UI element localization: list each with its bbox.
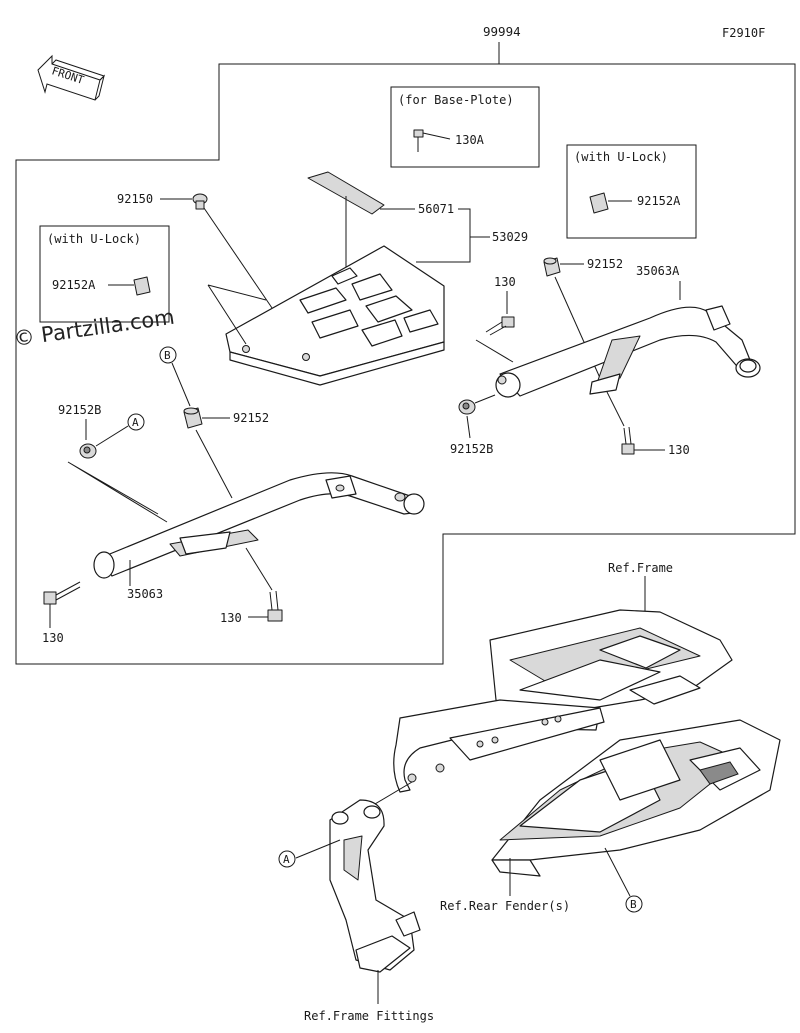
part-92152B-right-label: 92152B	[450, 442, 493, 456]
leader-53029	[416, 208, 471, 263]
leader-callout-b1	[171, 362, 191, 407]
callout-a-bottom-text: A	[283, 853, 290, 866]
label-56071-icon	[307, 171, 385, 215]
part-92152-right-label: 92152	[587, 257, 623, 271]
callout-a-top-text: A	[132, 416, 139, 429]
ref-frame-fittings-label: Ref.Frame Fittings	[304, 1009, 434, 1023]
u-lock-box-right	[566, 144, 697, 239]
part-53029-label: 53029	[492, 230, 528, 244]
part-130-label-b: 130	[668, 443, 690, 457]
leader-130-d-rail	[245, 547, 273, 591]
leader-callout-b2	[604, 847, 631, 897]
base-plate-box-title: (for Base-Plote)	[398, 93, 514, 107]
u-lock-box-left-title: (with U-Lock)	[47, 232, 141, 246]
part-92150-label: 92150	[117, 192, 153, 206]
part-92152A-left-label: 92152A	[52, 278, 96, 292]
callout-b-bottom: B	[625, 895, 643, 913]
part-35063-label: 35063	[127, 587, 163, 601]
callout-a-bottom: A	[278, 850, 296, 868]
bolt-130-right-icon	[621, 426, 635, 455]
bolt-130-lower-icon	[267, 590, 283, 622]
part-35063A-label: 35063A	[636, 264, 680, 278]
carrier-plate-53029	[225, 245, 445, 386]
rail-35063	[93, 472, 425, 579]
u-lock-box-right-title: (with U-Lock)	[574, 150, 668, 164]
diagram-code: F2910F	[722, 26, 765, 40]
u-lock-box-left	[39, 225, 170, 323]
base-plate-box	[390, 86, 540, 168]
leader-92152B-right-b	[466, 415, 471, 439]
collar-92152-right-icon	[543, 257, 561, 277]
leader-callout-a1	[95, 425, 129, 447]
part-130-label-c: 130	[42, 631, 64, 645]
frame-ref-drawing	[393, 609, 733, 793]
collar-92152A-right-icon	[589, 192, 632, 214]
callout-b-top-text: B	[164, 349, 171, 362]
leader-plate-left	[207, 284, 267, 345]
bolt-130-left-icon	[43, 581, 81, 605]
callout-b-top: B	[159, 346, 177, 364]
part-130-label-d: 130	[220, 611, 242, 625]
ref-rear-fender-label: Ref.Rear Fender(s)	[440, 899, 570, 913]
front-arrow-icon: FRONT	[37, 54, 105, 101]
collar-92152A-left-icon	[108, 276, 151, 296]
leader-130-a-bracket	[475, 339, 514, 363]
part-92152-left-label: 92152	[233, 411, 269, 425]
leader-92152-left-rail	[195, 429, 233, 499]
bolt-130-center-icon	[485, 316, 515, 336]
part-92152B-left-label: 92152B	[58, 403, 101, 417]
bolt-130A-icon	[413, 129, 451, 152]
part-130A-label: 130A	[455, 133, 485, 147]
rear-fender-ref-drawing	[491, 719, 781, 877]
ref-frame-label: Ref.Frame	[608, 561, 673, 575]
leader-92152B-right	[474, 394, 496, 404]
callout-b-bottom-text: B	[630, 898, 637, 911]
collar-92152B-left-icon	[79, 443, 97, 459]
collar-92152-left-icon	[183, 407, 203, 429]
assembly-number-label: 99994	[483, 24, 521, 39]
watermark: © Partzilla.com	[12, 305, 176, 351]
leader-130-b-bracket	[606, 391, 625, 427]
part-130-label-a: 130	[494, 275, 516, 289]
bolt-92150-icon	[192, 193, 208, 210]
main-frame-outline	[15, 63, 796, 665]
part-92152A-right-label: 92152A	[637, 194, 681, 208]
frame-fittings-ref-drawing	[329, 799, 421, 973]
collar-92152B-right-icon	[458, 399, 476, 415]
callout-a-top: A	[127, 413, 145, 431]
leader-92152B-left-rail	[67, 461, 168, 523]
rail-35063A	[495, 305, 761, 398]
leader-callout-a2	[295, 839, 341, 859]
part-56071-label: 56071	[418, 202, 454, 216]
